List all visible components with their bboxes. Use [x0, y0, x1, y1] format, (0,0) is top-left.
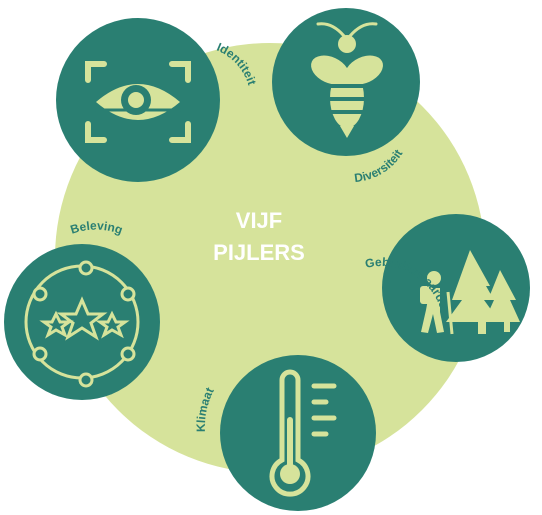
svg-text:Beleving: Beleving	[69, 218, 125, 237]
pillar-circle	[382, 214, 530, 362]
pillar-gebruikswaarde: Gebruikswaarde	[364, 214, 530, 362]
stars-orbit-icon	[24, 260, 140, 388]
pillar-klimaat: Klimaat	[194, 355, 376, 511]
bee-icon	[311, 22, 383, 138]
center-title-line2: PIJLERS	[213, 240, 305, 265]
pillar-label-beleving: Beleving	[69, 218, 125, 237]
hiker-forest-icon	[420, 250, 520, 335]
pillar-beleving: Beleving	[4, 218, 160, 400]
eye-scan-icon	[85, 61, 191, 143]
thermometer-icon	[269, 369, 337, 497]
center-title-line1: VIJF	[236, 208, 282, 233]
